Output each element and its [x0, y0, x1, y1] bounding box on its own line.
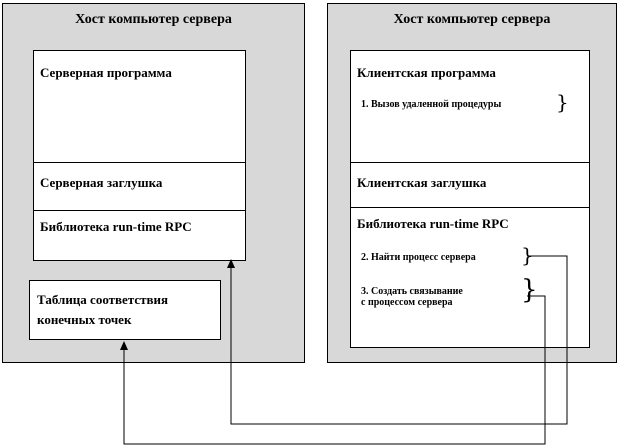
arrow-create-binding-head-icon	[120, 341, 128, 350]
client-host-title: Хост компьютер сервера	[393, 12, 551, 27]
endpoint-table-line2: конечных точек	[37, 312, 132, 327]
step2-brace-icon: }	[521, 243, 534, 267]
server-runtime-section: Библиотека run-time RPC	[34, 211, 245, 261]
endpoint-table-label: Таблица соответствия конечных точек	[37, 290, 168, 330]
arrow-create-binding	[123, 295, 546, 445]
arrow-find-server-process	[230, 255, 568, 425]
client-program-label: Клиентская программа	[357, 65, 496, 80]
endpoint-table-line1: Таблица соответствия	[37, 292, 169, 307]
server-host-title: Хост компьютер сервера	[75, 12, 232, 27]
server-host-panel: Хост компьютер сервера Серверная програм…	[2, 3, 305, 363]
client-stub-section: Клиентская заглушка	[351, 163, 589, 208]
client-stub-label: Клиентская заглушка	[357, 175, 487, 190]
client-runtime-label: Библиотека run-time RPC	[357, 216, 509, 231]
client-host-panel: Хост компьютер сервера Клиентская програ…	[327, 3, 617, 363]
server-runtime-label: Библиотека run-time RPC	[40, 219, 192, 234]
step3-label-line1: 3. Создать связывание	[361, 286, 463, 297]
step1-brace-icon: }	[556, 90, 569, 114]
server-program-label: Серверная программа	[40, 65, 172, 80]
step2-label: 2. Найти процесс сервера	[361, 252, 476, 263]
client-stack: Клиентская программа 1. Вызов удаленной …	[350, 50, 590, 348]
server-stub-section: Серверная заглушка	[34, 163, 245, 211]
server-stack: Серверная программа Серверная заглушка Б…	[33, 50, 246, 261]
client-program-section: Клиентская программа 1. Вызов удаленной …	[351, 51, 589, 163]
server-program-section: Серверная программа	[34, 51, 245, 163]
step1-label: 1. Вызов удаленной процедуры	[361, 99, 502, 110]
arrow-find-server-head-icon	[227, 259, 235, 268]
endpoint-table-box: Таблица соответствия конечных точек	[29, 280, 221, 340]
step3-label-line2: с процессом сервера	[361, 297, 453, 308]
server-stub-label: Серверная заглушка	[40, 175, 163, 190]
